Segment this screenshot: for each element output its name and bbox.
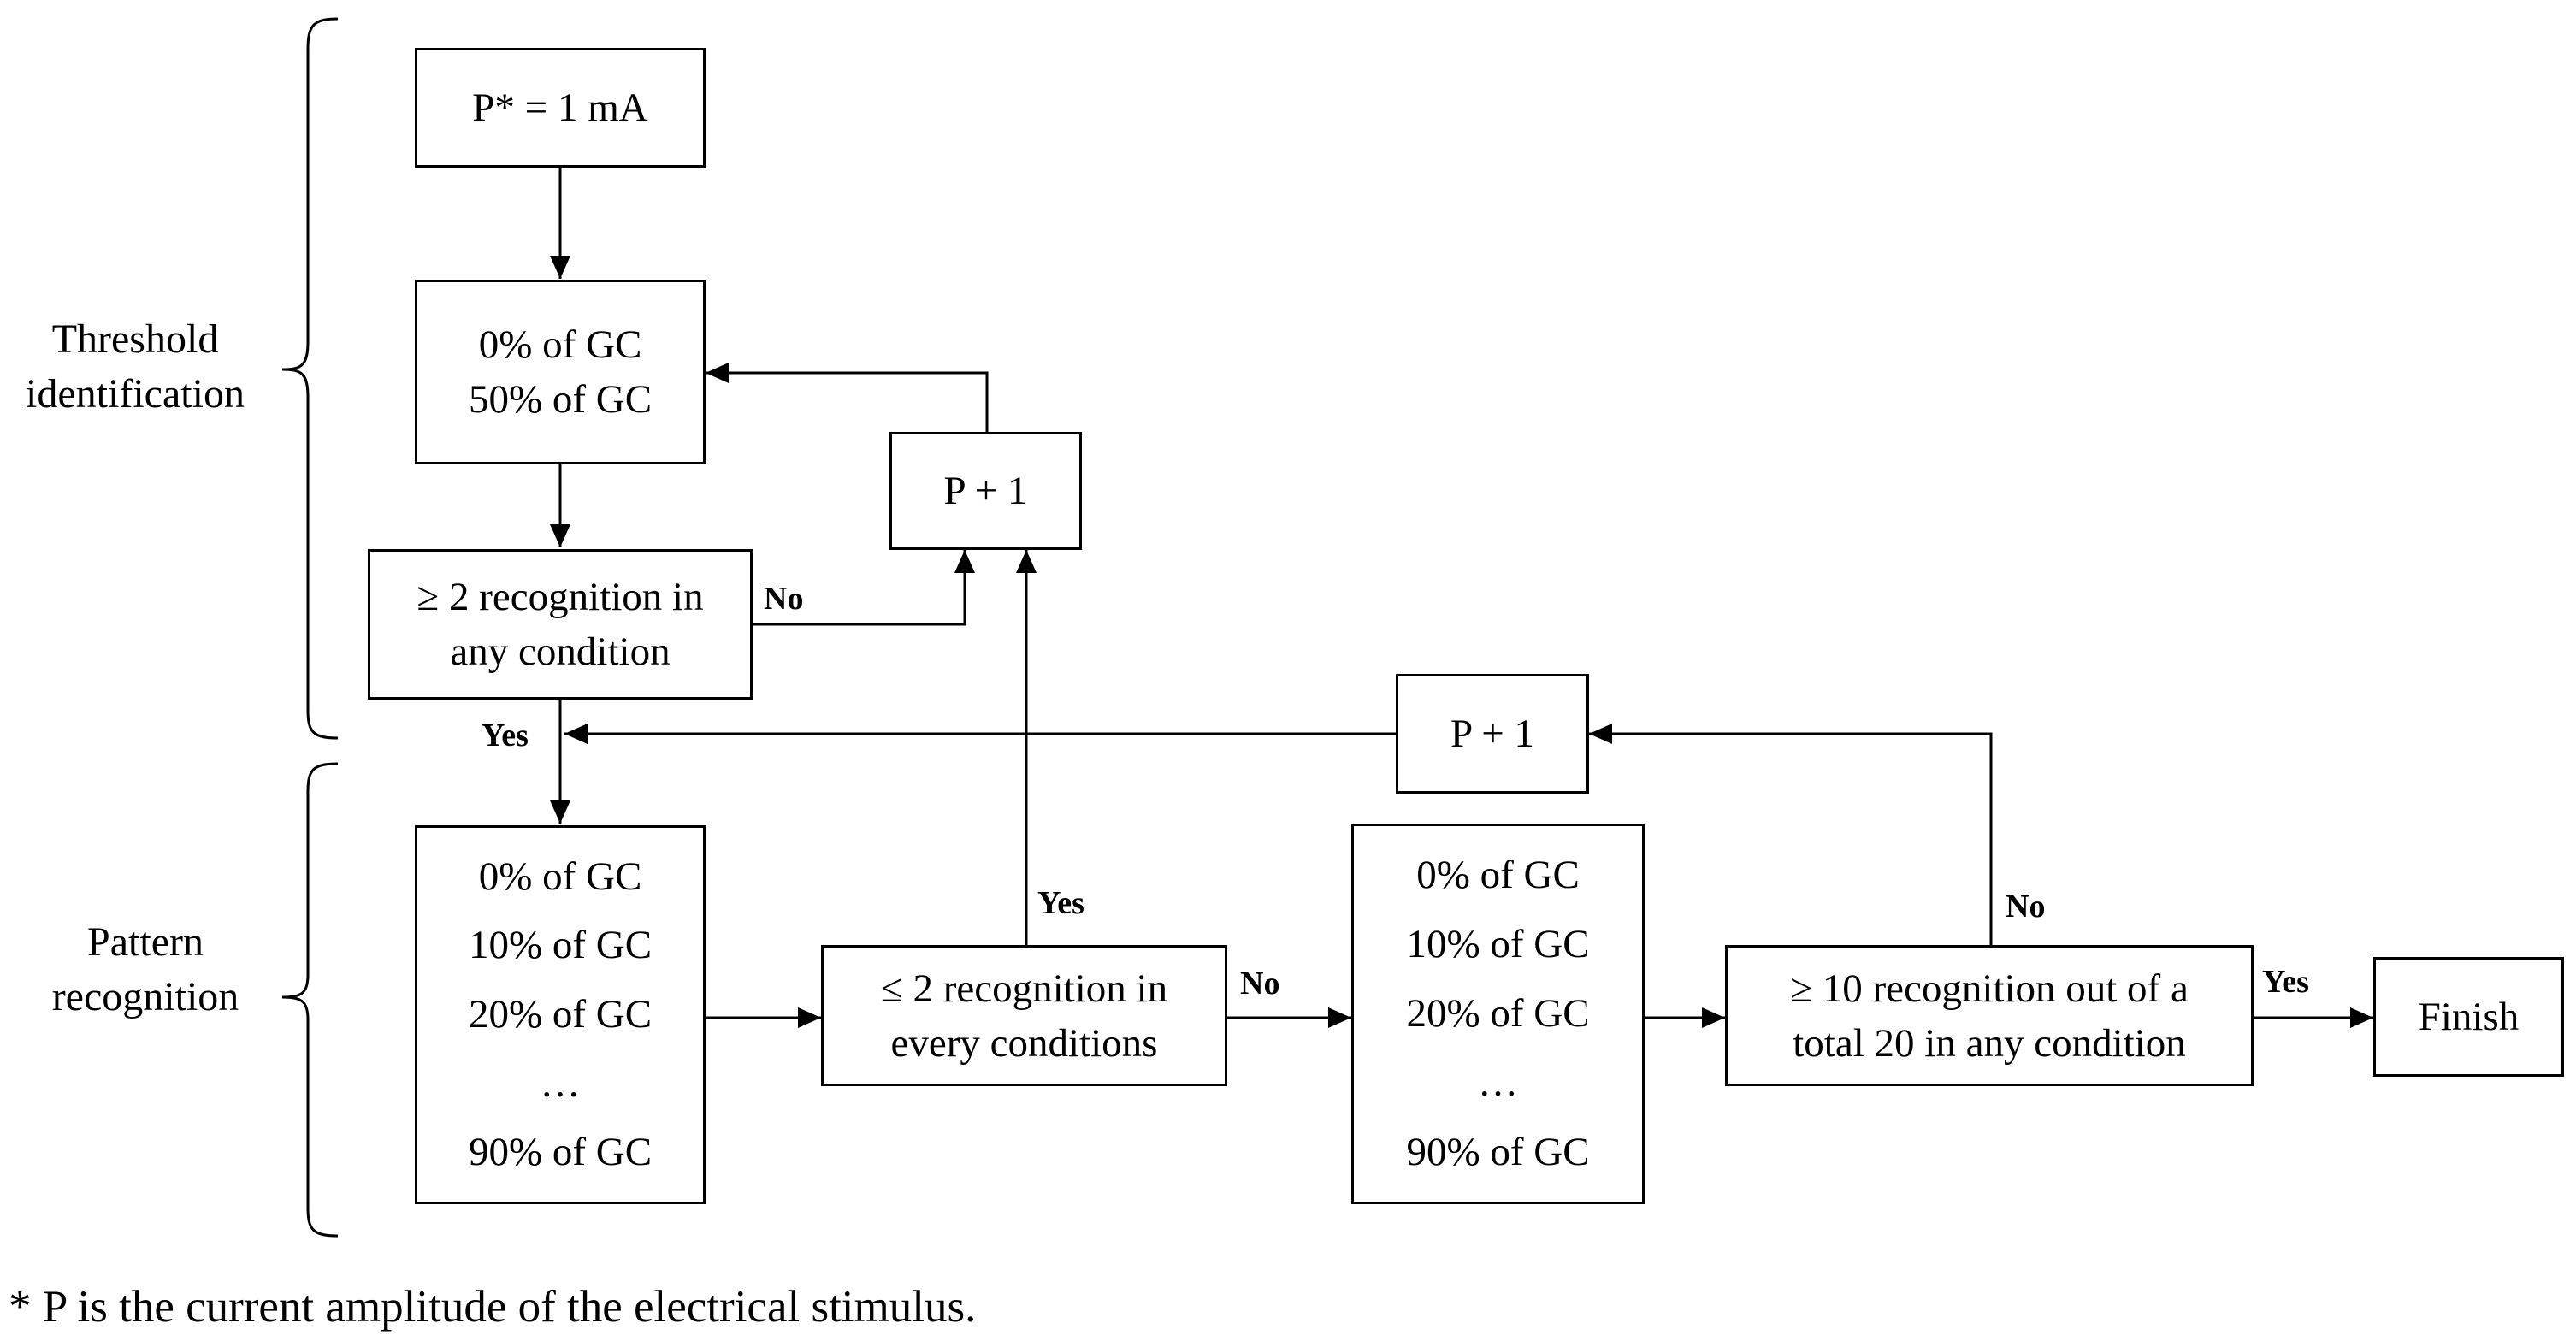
- pattern-stimulus-2-line: 10% of GC: [1406, 922, 1590, 966]
- start-box: P* = 1 mA: [415, 48, 706, 168]
- increment-box-mid-text: P + 1: [1450, 712, 1534, 756]
- threshold-stimulus-line: 50% of GC: [468, 377, 653, 422]
- pattern-stimulus-1-line: 90% of GC: [468, 1130, 653, 1175]
- pattern-stimulus-2-line: 90% of GC: [1406, 1130, 1590, 1174]
- pattern1-yes-label: Yes: [1037, 885, 1084, 921]
- pattern1-no-label: No: [1240, 966, 1280, 1001]
- pattern-stimulus-box-1: 0% of GC 10% of GC 20% of GC … 90% of GC: [415, 825, 706, 1204]
- threshold-yes-label: Yes: [482, 718, 529, 753]
- threshold-stimulus-line: 0% of GC: [478, 322, 642, 367]
- pattern-brace: [281, 762, 339, 1238]
- arrow-pattern2-no-to-increment: [1589, 724, 1993, 945]
- footnote: * P is the current amplitude of the elec…: [9, 1282, 977, 1332]
- increment-box-mid: P + 1: [1396, 674, 1589, 794]
- pattern-section-label: Pattern recognition: [51, 919, 239, 1019]
- pattern-stimulus-1-line: 10% of GC: [468, 923, 653, 968]
- pattern-decision-box-2: ≥ 10 recognition out of a total 20 in an…: [1725, 945, 2254, 1086]
- pattern-decision-1-line: every conditions: [890, 1020, 1158, 1066]
- threshold-decision-line: ≥ 2 recognition in: [417, 575, 704, 619]
- threshold-stimulus-box: 0% of GC 50% of GC: [415, 280, 706, 464]
- pattern-stimulus-box-2: 0% of GC 10% of GC 20% of GC … 90% of GC: [1351, 824, 1645, 1204]
- pattern2-no-label: No: [2006, 889, 2046, 925]
- pattern-decision-2-line: ≥ 10 recognition out of a: [1790, 966, 2189, 1011]
- pattern-decision-2-line: total 20 in any condition: [1793, 1020, 2186, 1066]
- threshold-decision-box: ≥ 2 recognition in any condition: [368, 549, 753, 700]
- pattern-stimulus-2-line: 0% of GC: [1416, 853, 1580, 897]
- pattern-stimulus-1-line: 0% of GC: [478, 854, 642, 899]
- pattern-stimulus-1-line: 20% of GC: [468, 991, 653, 1037]
- finish-box-text: Finish: [2418, 995, 2520, 1039]
- threshold-section-label: Threshold identification: [26, 316, 245, 416]
- pattern-stimulus-2-line: …: [1478, 1060, 1518, 1105]
- pattern-decision-box-1: ≤ 2 recognition in every conditions: [821, 945, 1227, 1086]
- increment-box-top: P + 1: [889, 432, 1082, 550]
- finish-box: Finish: [2373, 957, 2564, 1077]
- threshold-no-label: No: [764, 581, 804, 617]
- arrow-threshold-no-to-increment: [753, 550, 975, 626]
- threshold-decision-line: any condition: [450, 629, 671, 674]
- arrow-increment-to-threshold: [706, 363, 989, 432]
- pattern-stimulus-1-line: …: [540, 1060, 581, 1106]
- pattern-decision-1-line: ≤ 2 recognition in: [880, 966, 1168, 1011]
- threshold-brace: [281, 17, 339, 740]
- pattern2-yes-label: Yes: [2262, 964, 2309, 1000]
- start-box-text: P* = 1 mA: [472, 86, 648, 130]
- increment-box-top-text: P + 1: [943, 469, 1028, 513]
- pattern-stimulus-2-line: 20% of GC: [1406, 991, 1590, 1036]
